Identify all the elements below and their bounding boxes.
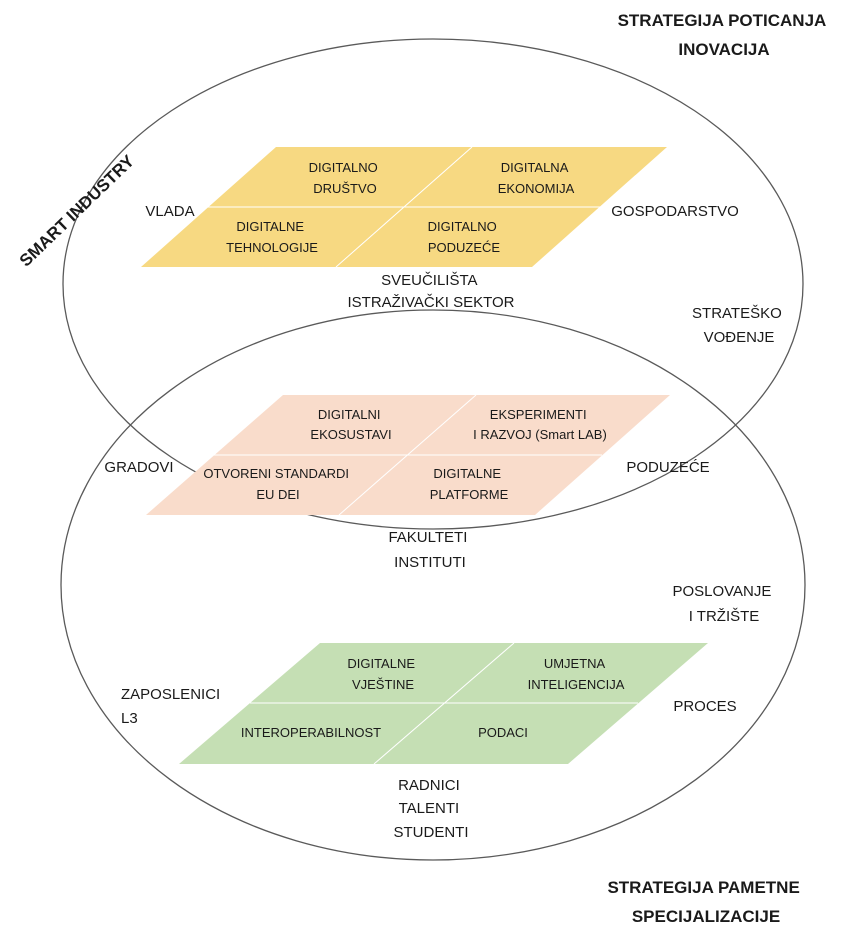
cell-digital-ecosystems: DIGITALNI EKOSUSTAVI [310, 407, 391, 442]
panel-divider-vertical [335, 146, 473, 268]
label-employees: ZAPOSLENICI L3 [121, 686, 224, 727]
label-cities: GRADOVI [104, 459, 173, 476]
cell-interoperability: INTEROPERABILNOST [241, 725, 381, 740]
digital-ecosystem-panel: DIGITALNI EKOSUSTAVI EKSPERIMENTI I RAZV… [146, 394, 670, 516]
cell-digital-enterprise: DIGITALNO PODUZEĆE [428, 219, 501, 255]
label-economy: GOSPODARSTVO [611, 203, 739, 220]
label-process: PROCES [673, 698, 736, 715]
smart-industry-title: SMART INDUSTRY [16, 151, 139, 270]
cell-digital-skills: DIGITALNE VJEŠTINE [347, 656, 418, 692]
label-business-market: POSLOVANJE I TRŽIŠTE [672, 583, 775, 625]
label-government: VLADA [145, 203, 194, 220]
label-enterprise: PODUZEĆE [626, 459, 709, 476]
cell-experiments-development: EKSPERIMENTI I RAZVOJ (Smart LAB) [473, 407, 607, 442]
cell-digital-society: DIGITALNO DRUŠTVO [309, 160, 382, 196]
cell-data: PODACI [478, 725, 528, 740]
cell-digital-platforms: DIGITALNE PLATFORME [430, 466, 509, 502]
label-workers: RADNICI TALENTI STUDENTI [394, 777, 469, 841]
digital-society-panel: DIGITALNO DRUŠTVO DIGITALNA EKONOMIJA DI… [141, 146, 667, 268]
digital-skills-panel: DIGITALNE VJEŠTINE UMJETNA INTELIGENCIJA… [179, 642, 708, 765]
panel-divider-vertical [338, 394, 477, 516]
label-strategic-management: STRATEŠKO VOĐENJE [692, 305, 786, 346]
top-right-title: STRATEGIJA POTICANJA INOVACIJA [618, 11, 831, 59]
cell-artificial-intelligence: UMJETNA INTELIGENCIJA [528, 656, 625, 692]
cell-open-standards: OTVORENI STANDARDI EU DEI [203, 466, 352, 502]
lower-ellipse [60, 309, 806, 861]
panel-divider-vertical [373, 642, 515, 765]
upper-ellipse [62, 38, 804, 530]
label-universities: SVEUČILIŠTA ISTRAŽIVAČKI SEKTOR [348, 272, 515, 311]
label-faculties: FAKULTETI INSTITUTI [388, 529, 471, 571]
cell-digital-economy: DIGITALNA EKONOMIJA [498, 160, 575, 196]
bottom-right-title: STRATEGIJA PAMETNE SPECIJALIZACIJE [607, 878, 804, 926]
cell-digital-technologies: DIGITALNE TEHNOLOGIJE [226, 219, 318, 255]
